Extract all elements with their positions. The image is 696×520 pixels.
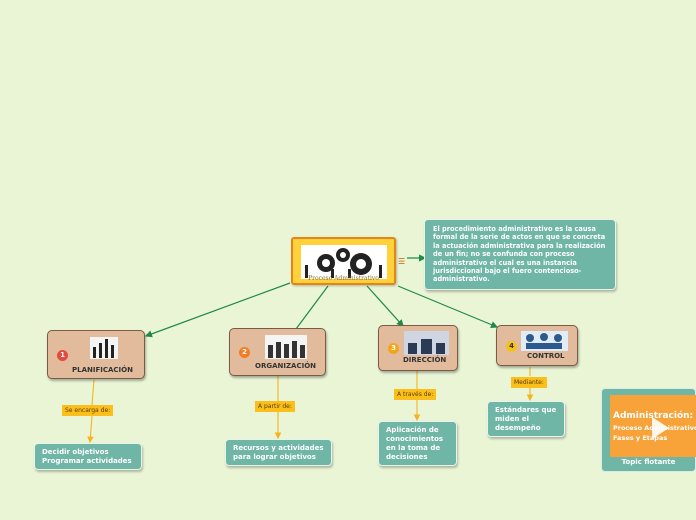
topic-control[interactable]: 4 CONTROL — [496, 325, 578, 366]
topic-planificacion[interactable]: 1 PLANIFICACIÓN — [47, 330, 145, 379]
detail-box-planificacion[interactable]: Decidir objetivos Programar actividades — [34, 443, 142, 470]
topic-number-badge: 4 — [506, 341, 517, 352]
floating-topic-label: Topic flotante — [602, 458, 695, 466]
play-icon[interactable] — [652, 417, 669, 439]
detail-line: Programar actividades — [42, 457, 134, 466]
detail-box-direccion[interactable]: Aplicación de conocimientos en la toma d… — [378, 421, 457, 466]
detail-line: Estándares que — [495, 406, 557, 415]
branch-line-control — [398, 286, 497, 327]
topic-label: PLANIFICACIÓN — [72, 366, 133, 374]
detail-line: Decidir objetivos — [42, 448, 134, 457]
detail-line: en la toma de — [386, 444, 449, 453]
branch-line-organizacion — [296, 286, 328, 329]
people-icon — [265, 335, 307, 359]
detail-line: miden el — [495, 415, 557, 424]
detail-box-control[interactable]: Estándares que miden el desempeño — [487, 401, 565, 437]
topic-direccion[interactable]: 3 DIRECCIÓN — [378, 325, 458, 371]
floating-topic[interactable]: Administración: Proceso Administrativo F… — [601, 388, 696, 472]
video-thumbnail[interactable]: Administración: Proceso Administrativo F… — [610, 395, 696, 457]
notes-icon[interactable]: ☰ — [398, 257, 405, 266]
gears-image — [301, 245, 387, 279]
central-caption: Proceso Administrativo — [293, 275, 394, 282]
detail-box-organizacion[interactable]: Recursos y actividades para lograr objet… — [225, 439, 332, 466]
connector-tag[interactable]: A partir de: — [255, 401, 295, 412]
team-icon — [90, 337, 118, 359]
detail-line: conocimientos — [386, 435, 449, 444]
detail-line: para lograr objetivos — [233, 453, 324, 462]
detail-line: desempeño — [495, 424, 557, 433]
office-icon — [404, 331, 449, 355]
description-box[interactable]: El procedimiento administrativo es la ca… — [424, 219, 616, 290]
connector-tag[interactable]: A través de: — [394, 389, 436, 400]
detail-line: Recursos y actividades — [233, 444, 324, 453]
topic-number-badge: 3 — [388, 343, 399, 354]
team-work-icon — [521, 331, 568, 351]
detail-line: Aplicación de — [386, 426, 449, 435]
topic-label: ORGANIZACIÓN — [255, 362, 316, 370]
topic-number-badge: 2 — [239, 347, 250, 358]
branch-line-direccion — [367, 286, 403, 326]
topic-organizacion[interactable]: 2 ORGANIZACIÓN — [229, 328, 326, 376]
topic-number-badge: 1 — [57, 350, 68, 361]
connector-tag[interactable]: Se encarga de: — [62, 405, 113, 416]
connector-tag[interactable]: Mediante: — [511, 377, 547, 388]
topic-label: CONTROL — [527, 352, 565, 360]
topic-label: DIRECCIÓN — [403, 356, 446, 364]
central-topic[interactable]: Proceso Administrativo — [291, 237, 396, 285]
detail-line: decisiones — [386, 453, 449, 462]
